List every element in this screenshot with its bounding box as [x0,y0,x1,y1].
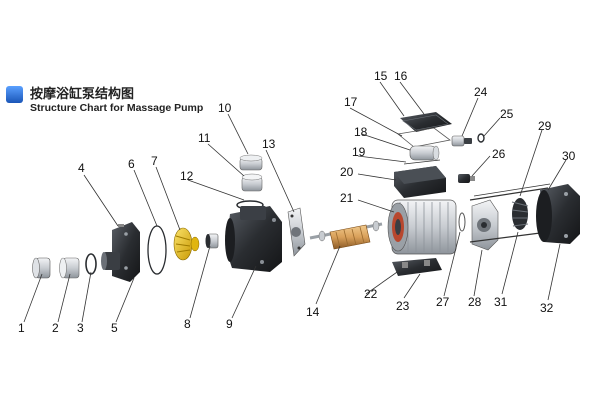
leader-11 [207,143,245,177]
title-en: Structure Chart for Massage Pump [30,102,203,114]
label-5: 5 [111,321,118,335]
part-14-rotor [309,220,383,250]
leader-30 [547,159,567,191]
part-8-mechanical-seal [205,233,219,249]
title-accent-square [6,86,23,103]
part-31-fan [511,198,529,230]
label-14: 14 [306,305,320,319]
part-9-pump-body [225,206,282,272]
leader-32 [547,243,561,301]
leader-18 [361,133,411,151]
part-19-wires [403,159,441,165]
part-13-flange-plate [287,207,306,257]
label-4: 4 [78,161,85,175]
leader-24 [461,97,479,137]
label-9: 9 [226,317,233,331]
label-19: 19 [352,145,366,159]
leader-3 [81,271,92,323]
label-18: 18 [354,125,368,139]
leader-10 [227,113,249,155]
label-6: 6 [128,157,135,171]
leader-14 [315,245,341,305]
part-32-fan-cover [536,184,580,244]
part-3-o-ring [85,253,97,275]
leader-29 [519,129,543,197]
part-11-connector [241,173,263,192]
label-16: 16 [394,69,408,83]
leader-1 [23,273,43,323]
label-13: 13 [262,137,276,151]
label-12: 12 [180,169,194,183]
leader-5 [115,277,135,323]
leader-lines [23,81,567,323]
leader-25 [483,117,501,137]
part-28-end-cover [471,199,499,251]
part-5-pump-cover [101,222,140,282]
leader-7 [155,166,181,231]
leader-27 [443,231,461,297]
label-31: 31 [494,295,508,309]
label-7: 7 [151,154,158,168]
part-29-tie-rods [469,183,551,243]
label-8: 8 [184,317,191,331]
leader-16 [399,81,425,115]
part-17-gasket [397,127,451,148]
leader-13 [265,149,295,213]
label-11: 11 [198,131,211,145]
label-17: 17 [344,95,358,109]
label-23: 23 [396,299,410,313]
leader-21 [357,199,395,213]
leader-22 [365,269,401,295]
label-30: 30 [562,149,576,163]
leader-8 [189,245,211,319]
leader-17 [349,107,403,137]
leader-26 [471,155,491,177]
label-32: 32 [540,301,554,315]
part-7-impeller [173,227,200,261]
label-28: 28 [468,295,482,309]
leader-2 [57,273,71,323]
label-25: 25 [500,107,514,121]
label-29: 29 [538,119,552,133]
part-2-tube [59,257,80,279]
label-3: 3 [77,321,84,335]
leader-9 [231,265,257,319]
part-26-plug [458,174,475,183]
leader-28 [473,249,483,297]
label-15: 15 [374,69,388,83]
part-1-fitting [32,257,51,279]
label-10: 10 [218,101,232,115]
label-24: 24 [474,85,488,99]
leader-23 [403,273,421,299]
part-labels: 1 2 3 4 5 6 7 8 9 10 11 12 13 14 15 16 1… [18,69,576,335]
leader-15 [379,81,405,117]
leader-6 [133,169,158,227]
label-22: 22 [364,287,378,301]
label-2: 2 [52,321,59,335]
label-26: 26 [492,147,506,161]
label-20: 20 [340,165,354,179]
part-27-wave-washer [458,212,466,232]
leader-4 [83,174,119,227]
part-21-motor-housing [387,199,457,255]
part-20-terminal-box [394,166,446,198]
leader-31 [501,231,519,295]
leader-20 [357,173,397,181]
part-24-cable-gland [451,135,472,147]
part-6-seal-ring [147,225,167,275]
part-10-union-nut [239,154,263,171]
leader-12 [187,179,245,201]
part-22-base-foot [392,258,442,276]
part-16-box-lid [400,112,452,132]
part-18-capacitor [409,145,440,161]
label-21: 21 [340,191,354,205]
part-25-ring [477,133,485,143]
title-block: 按摩浴缸泵结构图 Structure Chart for Massage Pum… [6,86,203,114]
parts [32,112,580,282]
title-zh: 按摩浴缸泵结构图 [30,86,134,102]
label-1: 1 [18,321,25,335]
label-27: 27 [436,295,450,309]
leader-19 [357,155,407,163]
